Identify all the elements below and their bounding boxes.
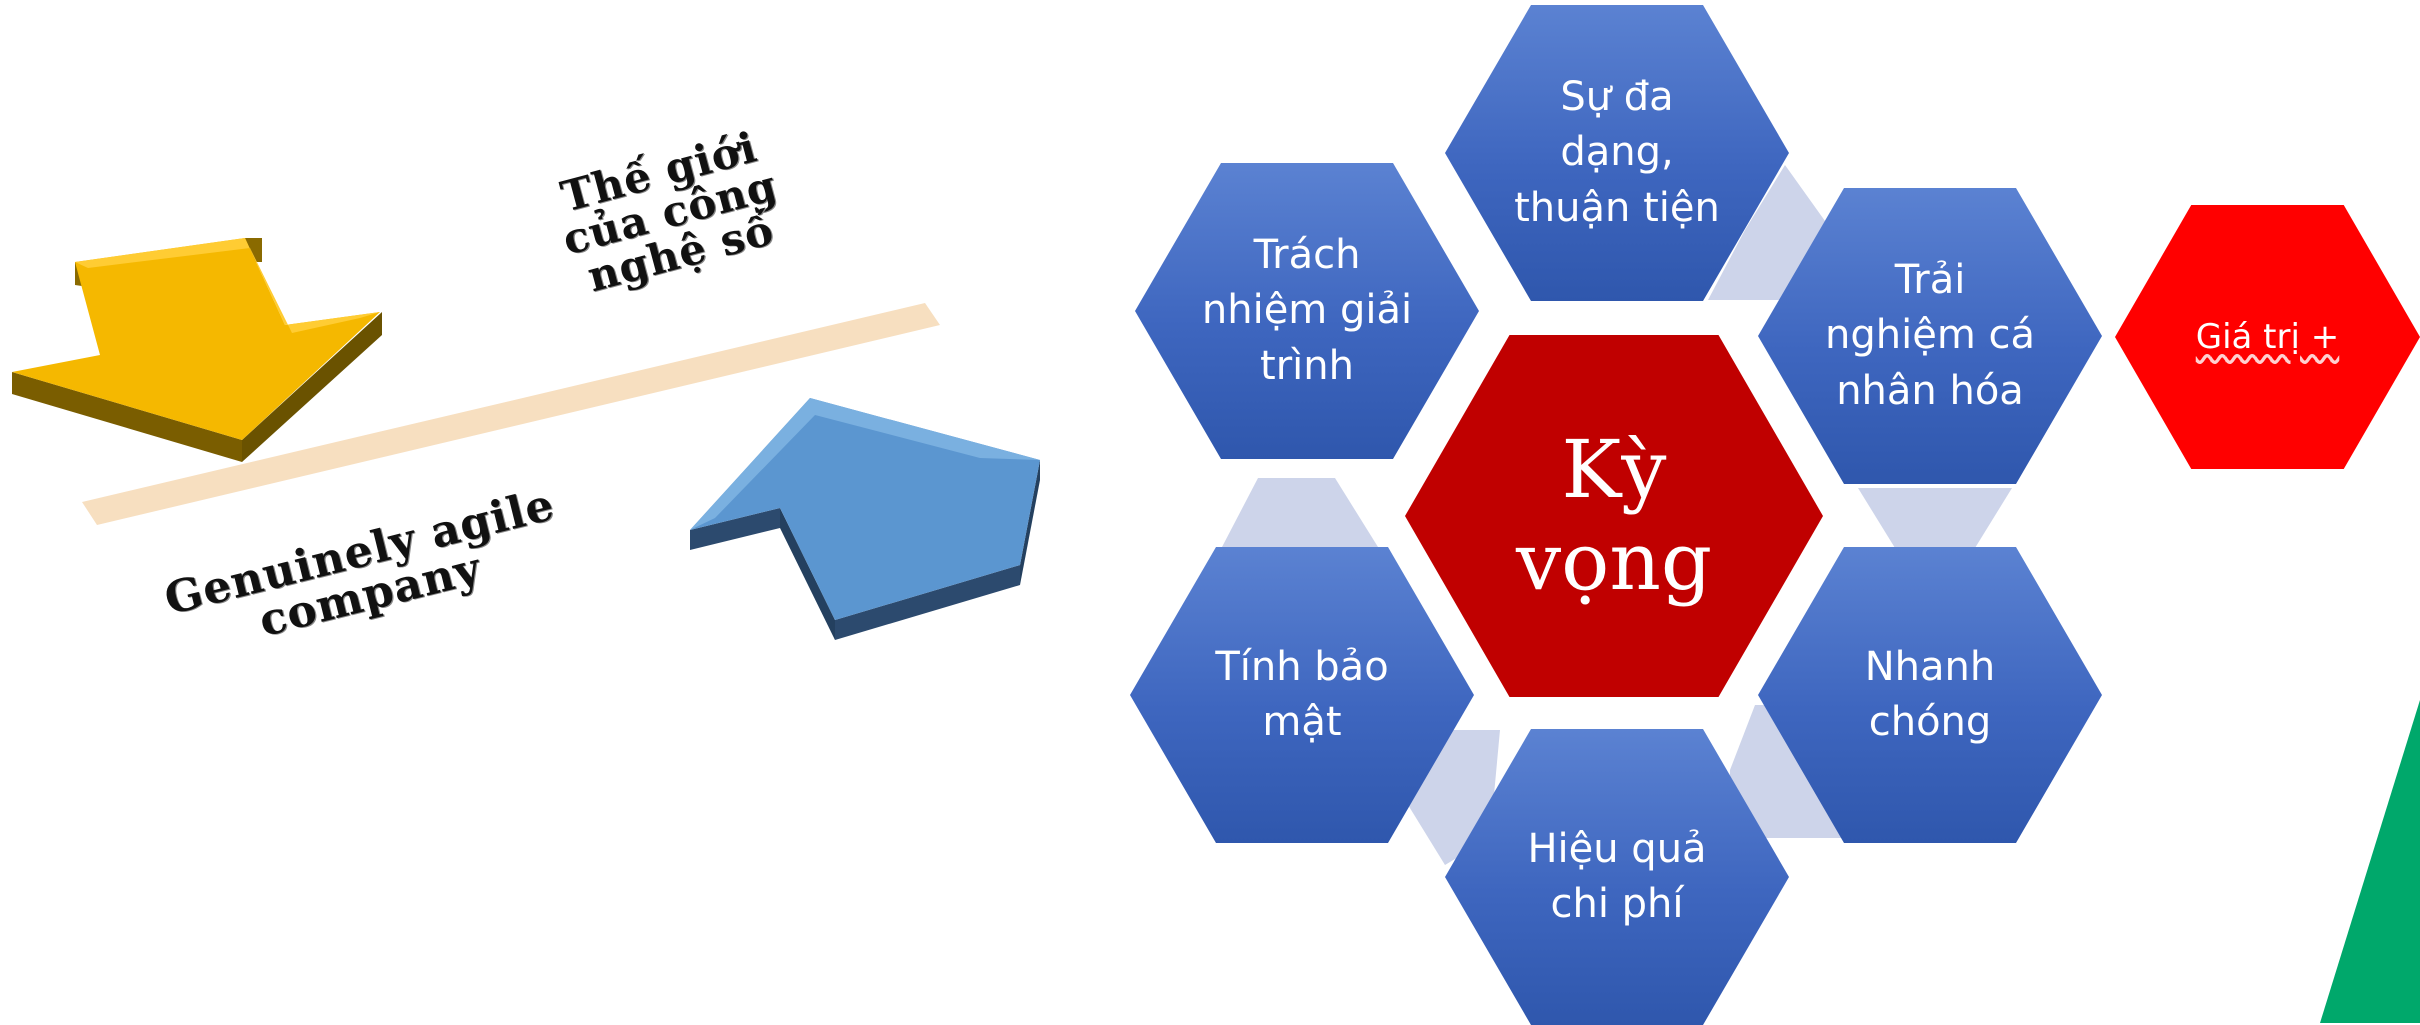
- hex-line: chóng: [1868, 699, 1992, 745]
- hex-label: Kỳ vọng: [1516, 424, 1712, 608]
- hex-cost-efficiency: Hiệu quả chi phí: [1445, 729, 1789, 1025]
- hex-speed: Nhanh chóng: [1758, 547, 2102, 843]
- hex-diversity-convenience: Sự đa dạng, thuận tiện: [1445, 5, 1789, 301]
- hex-line: dạng,: [1560, 129, 1674, 176]
- hex-line: nhân hóa: [1836, 367, 2024, 414]
- up-arrow-icon: [690, 398, 1040, 640]
- hex-label: Sự đa dạng, thuận tiện: [1514, 70, 1720, 236]
- hex-line: Nhanh: [1864, 643, 1996, 690]
- divider-band: [82, 303, 940, 525]
- hex-personalized-experience: Trải nghiệm cá nhân hóa: [1758, 188, 2102, 484]
- hex-line: nghiệm cá: [1825, 312, 2035, 359]
- hex-label: Giá trị +: [2195, 317, 2340, 357]
- hex-label: Tính bảo mật: [1215, 640, 1388, 750]
- hex-security: Tính bảo mật: [1130, 547, 1474, 843]
- hex-label: Trải nghiệm cá nhân hóa: [1825, 253, 2035, 419]
- hex-line: vọng: [1515, 515, 1713, 608]
- hex-line: thuận tiện: [1514, 184, 1720, 231]
- down-arrow-icon: [12, 238, 382, 462]
- hex-line: trình: [1260, 342, 1354, 389]
- hex-label: Trách nhiệm giải trình: [1202, 228, 1412, 394]
- hex-line: Kỳ: [1561, 423, 1667, 516]
- hex-line: Hiệu quả: [1527, 825, 1707, 872]
- connector-topright-bottomright: [1858, 488, 2012, 548]
- corner-triangle: [2320, 700, 2420, 1023]
- hex-accountability: Trách nhiệm giải trình: [1135, 163, 1479, 459]
- hex-line: Sự đa: [1560, 74, 1674, 121]
- connector-topleft-bottomleft: [1222, 478, 1378, 547]
- hex-label: Nhanh chóng: [1865, 640, 1996, 750]
- hex-line: nhiệm giải: [1201, 287, 1413, 334]
- hex-label: Hiệu quả chi phí: [1527, 822, 1706, 932]
- hex-line: Trách: [1253, 232, 1361, 279]
- hex-line: mật: [1262, 699, 1342, 745]
- hex-line: chi phí: [1550, 881, 1684, 927]
- hex-line: Tính bảo: [1215, 643, 1389, 690]
- hex-line: Trải: [1894, 257, 1966, 304]
